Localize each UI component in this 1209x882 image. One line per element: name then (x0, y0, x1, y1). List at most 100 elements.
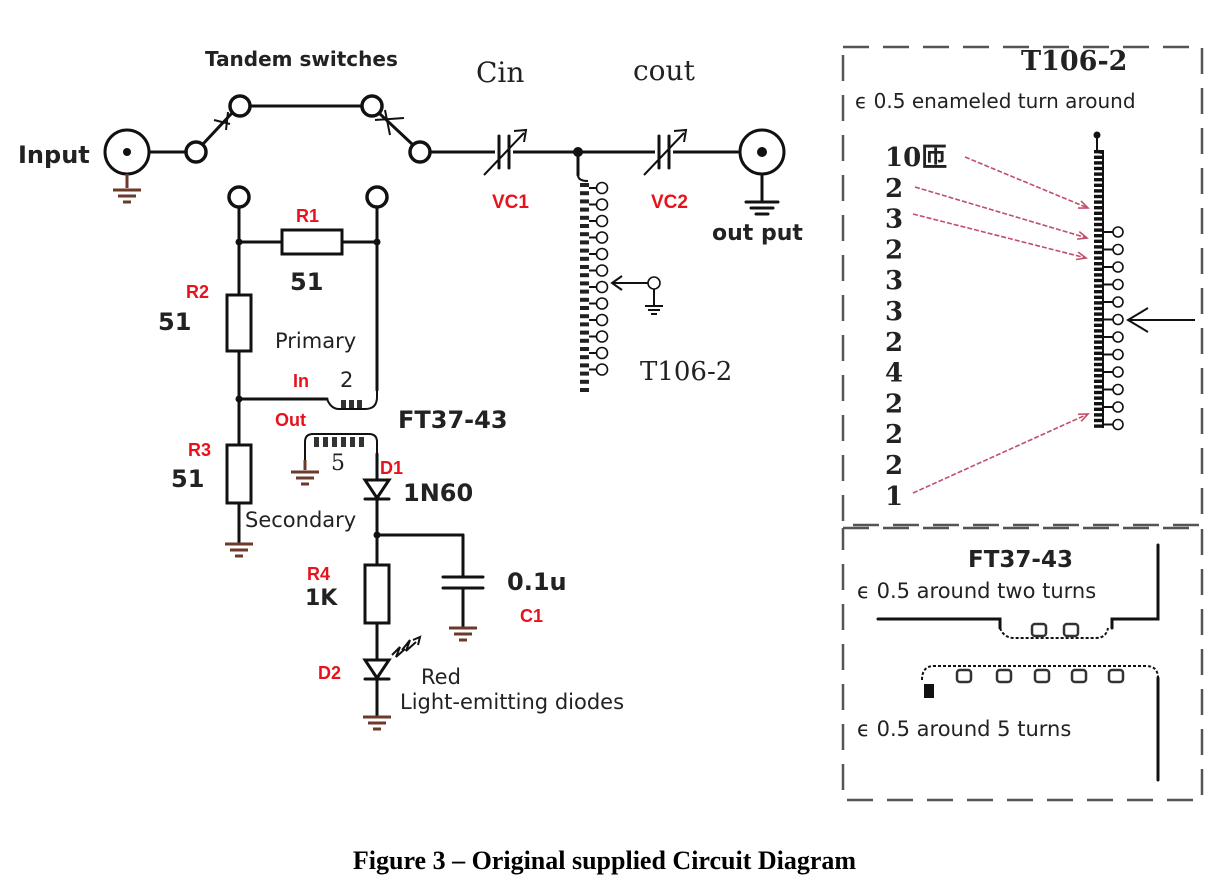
vc2-label: VC2 (651, 192, 688, 213)
vc1-variable-capacitor-icon (483, 128, 528, 176)
terminal-right (365, 185, 389, 209)
turn-count-item: 2 (885, 174, 903, 204)
coil-turn (1094, 262, 1102, 266)
coil-tap (1112, 383, 1124, 396)
coil-turn (1094, 295, 1102, 299)
coil-tap (595, 198, 609, 211)
coil-turn (1094, 340, 1102, 344)
coil-turn (580, 314, 589, 319)
coil-turn (580, 355, 589, 360)
coil-tap (1112, 313, 1124, 326)
coil-turn (1094, 368, 1102, 372)
tandem-switch-right (360, 94, 432, 164)
coil-turn (580, 240, 589, 245)
coil-turn (580, 289, 589, 294)
pointer-arrowhead (1075, 251, 1088, 261)
r4-label: R4 (307, 564, 330, 584)
coil-turn (1094, 194, 1102, 199)
coil-turn (1094, 211, 1102, 215)
coil-turn (1094, 245, 1102, 249)
junction-dot (373, 238, 381, 246)
r1-label: R1 (296, 206, 319, 226)
coil-tap (595, 313, 609, 327)
vc1-label: VC1 (492, 192, 529, 213)
coil-turn (580, 306, 589, 310)
coil-tap (1112, 296, 1124, 308)
turn-count-item: 3 (885, 297, 903, 327)
d1-label: D1 (380, 458, 403, 478)
in-label: In (293, 371, 309, 391)
coil-turn (1094, 206, 1102, 210)
r4-value: 1K (305, 586, 338, 611)
coil-turn (1094, 351, 1102, 355)
coil-turn (1094, 374, 1102, 378)
coil-turn (1094, 222, 1102, 227)
t106-detail-arrow-icon (1126, 307, 1195, 333)
coil-turn (1094, 250, 1102, 255)
r1-value: 51 (290, 268, 323, 296)
coil-tap (1112, 401, 1124, 413)
coil-tap (595, 247, 609, 261)
c1-ground-icon (449, 626, 477, 642)
pointer-arrow (964, 156, 1089, 209)
primary-turns: 2 (340, 368, 353, 392)
ft37-detail-secondary-icon (921, 665, 1160, 782)
r2-resistor-icon (225, 293, 253, 353)
turn-count-item: 1 (885, 482, 903, 512)
tandem-switch-left (184, 94, 252, 164)
primary-label: Primary (275, 329, 356, 353)
t106-coil-label: T106-2 (640, 357, 732, 387)
coil-tap (595, 363, 609, 376)
coil-turn (1094, 234, 1102, 238)
coil-turn (580, 371, 589, 376)
input-ground-icon (113, 188, 141, 204)
cout-label: cout (633, 54, 696, 87)
vc2-variable-capacitor-icon (643, 128, 688, 176)
t106-coil-icon (576, 150, 609, 392)
r3-ground-icon (225, 542, 253, 558)
coil-turn (1094, 161, 1102, 165)
coil-turn (1094, 390, 1102, 395)
coil-turn (1094, 402, 1102, 406)
coil-tap (595, 264, 609, 277)
coil-tap (1112, 243, 1124, 256)
coil-turn (1094, 200, 1102, 204)
junction-dot (235, 395, 243, 403)
coil-turn (1094, 323, 1102, 327)
coil-tap (595, 214, 609, 228)
coil-turn (1094, 290, 1102, 294)
coil-turn (580, 265, 589, 269)
turn-count-item: 2 (885, 328, 903, 358)
coil-turn (1094, 346, 1102, 350)
coil-tap (595, 181, 609, 195)
coil-turn (1094, 189, 1102, 193)
coil-turn (580, 347, 589, 351)
out-label: Out (275, 410, 306, 430)
cin-label: Cin (476, 56, 524, 89)
coil-turn (1094, 228, 1102, 232)
coil-turn (580, 207, 589, 212)
t106-panel-subtitle: ϵ 0.5 enameled turn around (855, 89, 1136, 113)
r3-label: R3 (188, 440, 211, 460)
coil-turn (580, 297, 589, 302)
coil-turn (1094, 172, 1102, 176)
coil-tap (595, 297, 609, 310)
figure-caption: Figure 3 – Original supplied Circuit Dia… (352, 846, 857, 875)
pointer-arrowhead (1077, 200, 1090, 209)
coil-turn (1094, 329, 1102, 333)
coil-turn (580, 281, 589, 286)
coil-turn (1094, 273, 1102, 277)
secondary-turns: 5 (331, 451, 345, 476)
coil-turn (1094, 301, 1102, 305)
tandem-switches-label: Tandem switches (205, 47, 398, 71)
secondary-ground-icon (291, 460, 319, 486)
coil-turn (1094, 267, 1102, 271)
coil-turn (580, 363, 589, 368)
coil-turn (580, 256, 589, 261)
turn-count-item: 10匝 (885, 143, 947, 173)
c1-capacitor-icon (441, 575, 485, 628)
coil-turn (1094, 413, 1102, 417)
coil-turn (1094, 357, 1102, 361)
